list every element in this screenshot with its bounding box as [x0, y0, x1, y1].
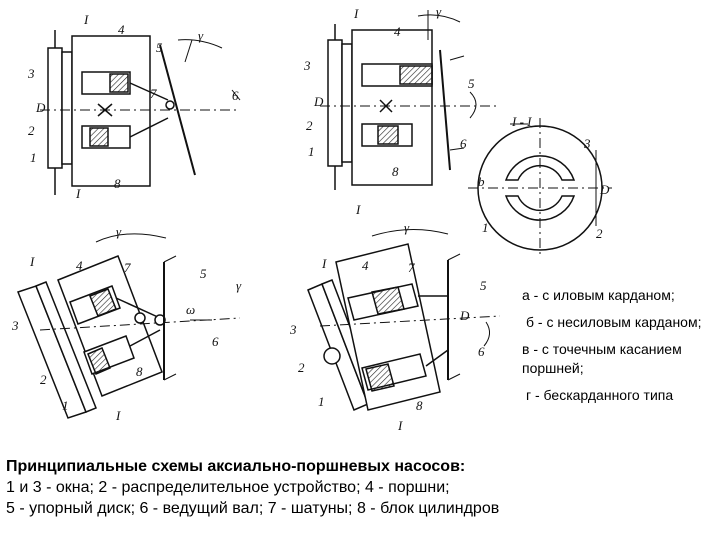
label-4: 4: [118, 22, 125, 37]
label-2: 2: [306, 118, 313, 133]
label-8: 8: [114, 176, 121, 191]
label-5: 5: [200, 266, 207, 281]
section-mark-top: I: [83, 12, 89, 27]
section-mark-top: I: [29, 254, 35, 269]
figure-caption: Принципиальные схемы аксиально-поршневых…: [6, 456, 718, 519]
section-mark-top: I: [321, 256, 327, 271]
caption-title: Принципиальные схемы аксиально-поршневых…: [6, 458, 466, 475]
schematic-c-labels: 1 2 3 4 5 6 7 8 I I γ γ ω: [11, 224, 242, 423]
label-6: 6: [232, 88, 239, 103]
label-7: 7: [408, 260, 415, 275]
pump-schematics-drawing: 1 2 3 4 5 6 7 8 I I γ D 1 2 3 4: [11, 4, 612, 433]
label-4: 4: [362, 258, 369, 273]
schematic-a: [40, 30, 241, 195]
label-3: 3: [11, 318, 19, 333]
label-1: 1: [482, 220, 489, 235]
section-title: I - I: [511, 114, 532, 129]
angle-label: γ: [404, 220, 410, 235]
label-4: 4: [394, 24, 401, 39]
dimension-label: D: [459, 308, 470, 323]
legend-item-d: г - бескарданного типа: [526, 387, 674, 403]
label-1: 1: [318, 394, 325, 409]
legend-item-c: в - с точечным касанием поршней;: [522, 341, 682, 376]
schematic-a-labels: 1 2 3 4 5 6 7 8 I I γ D: [27, 12, 239, 201]
caption-line-1: 1 и 3 - окна; 2 - распределительное устр…: [6, 479, 450, 496]
label-2: 2: [596, 226, 603, 241]
dimension-label: D: [35, 100, 46, 115]
label-3: 3: [289, 322, 297, 337]
label-7: 7: [150, 86, 157, 101]
section-mark-bottom: I: [75, 186, 81, 201]
section-mark-bottom: I: [115, 408, 121, 423]
label-3: 3: [27, 66, 35, 81]
label-5: 5: [156, 40, 163, 55]
legend-item-a: а - с иловым карданом;: [522, 287, 675, 303]
label-1: 1: [308, 144, 315, 159]
schematic-legend: а - с иловым карданом; б - с несиловым к…: [522, 286, 718, 413]
angle-label: γ: [198, 28, 204, 43]
schematic-d-labels: 1 2 3 4 5 6 7 8 I I γ D: [289, 220, 487, 433]
caption-line-2: 5 - упорный диск; 6 - ведущий вал; 7 - ш…: [6, 500, 500, 517]
label-4: 4: [76, 258, 83, 273]
arrow-label: ω: [186, 302, 195, 317]
schematic-d: [307, 228, 501, 411]
schematic-c: [17, 233, 241, 419]
label-5: 5: [468, 76, 475, 91]
label-8: 8: [416, 398, 423, 413]
angle-sub-label: γ: [236, 278, 242, 293]
section-mark-top: I: [353, 6, 359, 21]
section-i-i: [468, 118, 612, 258]
label-7: 7: [124, 260, 131, 275]
label-6: 6: [478, 344, 485, 359]
label-8: 8: [392, 164, 399, 179]
label-2: 2: [28, 123, 35, 138]
dimension-label: D: [313, 94, 324, 109]
offset-label: b: [478, 174, 485, 189]
label-1: 1: [30, 150, 37, 165]
label-3: 3: [583, 136, 591, 151]
label-2: 2: [298, 360, 305, 375]
dimension-label: D: [599, 182, 610, 197]
label-1: 1: [62, 398, 69, 413]
angle-label: γ: [116, 224, 122, 239]
label-3: 3: [303, 58, 311, 73]
label-8: 8: [136, 364, 143, 379]
schematic-b: [320, 10, 500, 190]
section-mark-bottom: I: [397, 418, 403, 433]
section-mark-bottom: I: [355, 202, 361, 217]
section-i-i-labels: I - I 1 2 3 b D: [478, 114, 610, 241]
label-5: 5: [480, 278, 487, 293]
legend-item-b: б - с несиловым карданом;: [526, 314, 702, 330]
label-6: 6: [212, 334, 219, 349]
angle-label: γ: [436, 4, 442, 19]
label-2: 2: [40, 372, 47, 387]
label-6: 6: [460, 136, 467, 151]
schematic-b-labels: 1 2 3 4 5 6 8 I I γ D: [303, 4, 475, 217]
